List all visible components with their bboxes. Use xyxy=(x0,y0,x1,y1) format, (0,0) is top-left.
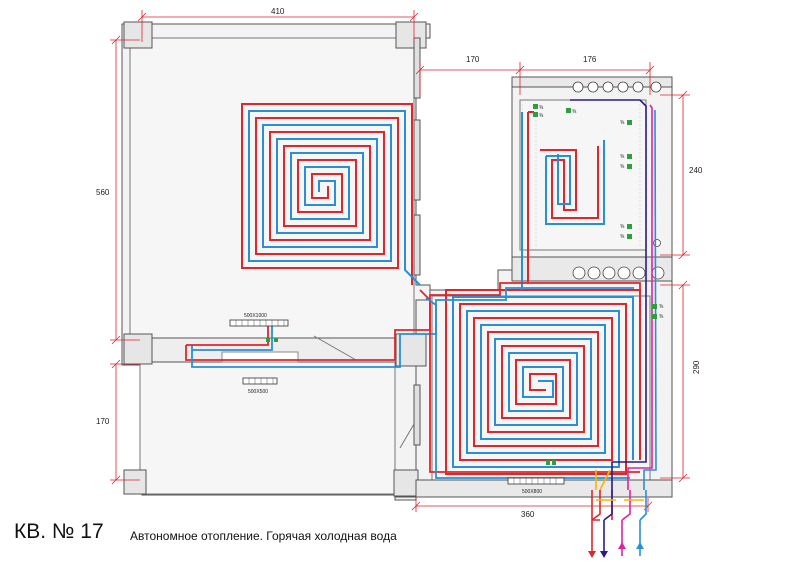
heating-loop-right-room xyxy=(445,289,641,475)
doorway xyxy=(221,351,299,363)
door-swing-2 xyxy=(399,423,415,449)
dim-right-width: 176 xyxy=(583,55,597,64)
partition-vertical-b xyxy=(413,119,421,201)
svg-text:⅜: ⅜ xyxy=(620,154,625,160)
svg-text:⅜: ⅜ xyxy=(620,164,625,170)
radiator-label-3: 500X800 xyxy=(522,489,542,495)
radiator-500x1000: 500X1000 xyxy=(229,313,289,327)
dim-left-height: 560 xyxy=(96,188,110,197)
radiator-500x500: 500X500 xyxy=(242,377,278,395)
cold-pipe-bathroom xyxy=(521,112,605,290)
svg-text:⅜: ⅜ xyxy=(620,120,625,126)
outlet-arrows xyxy=(588,490,647,558)
dim-right-lower-height: 290 xyxy=(692,360,701,374)
fixture-circles xyxy=(572,81,665,280)
valves xyxy=(266,104,657,465)
svg-text:⅜: ⅜ xyxy=(620,224,625,230)
hot-pipe-spiral-right xyxy=(445,289,641,475)
svg-text:⅜: ⅜ xyxy=(620,234,625,240)
partition-vertical-d xyxy=(413,384,421,446)
heating-loop-bathroom xyxy=(521,111,605,290)
radiator-label-1: 500X1000 xyxy=(244,313,267,319)
dimension-labels: 410 560 170 170 176 240 290 360 xyxy=(96,7,703,519)
column-mid-left xyxy=(123,333,153,365)
heating-loop-left-room xyxy=(241,103,421,286)
column-bottom-right xyxy=(393,469,419,497)
svg-text:⅜: ⅜ xyxy=(539,105,544,111)
dotted-guides xyxy=(521,100,641,290)
column-top-right xyxy=(395,21,427,49)
partition-vertical-a xyxy=(413,37,421,99)
radiator-500x800: 500X800 xyxy=(507,477,565,495)
column-top-left xyxy=(123,21,153,49)
column-bottom-left xyxy=(123,469,147,495)
apartment-number-title: КВ. № 17 xyxy=(14,520,104,543)
diagram-subtitle: Автономное отопление. Горячая холодная в… xyxy=(130,529,397,543)
svg-text:⅜: ⅜ xyxy=(539,113,544,119)
radiator-label-2: 500X500 xyxy=(248,389,268,395)
door-swing xyxy=(313,335,357,361)
svg-text:⅜: ⅜ xyxy=(572,109,577,115)
dimension-lines xyxy=(110,10,690,512)
dim-middle-gap: 170 xyxy=(466,55,480,64)
svg-text:⅜: ⅜ xyxy=(659,314,664,320)
cold-pipe-spiral-left xyxy=(248,110,421,286)
cold-pipe-spiral-right xyxy=(452,296,634,468)
dim-lower-left-height: 170 xyxy=(96,417,110,426)
partition-vertical-c xyxy=(413,214,421,276)
room-left-upper xyxy=(129,37,415,339)
dim-bottom-width: 360 xyxy=(521,510,535,519)
column-mid-right xyxy=(395,333,427,367)
svg-text:⅜: ⅜ xyxy=(659,304,664,310)
hot-pipe-spiral-left xyxy=(241,103,413,285)
walls xyxy=(121,21,673,501)
dim-top-width: 410 xyxy=(271,7,285,16)
valve-labels: ⅜ ⅜ ⅜ ⅜ ⅜ ⅜ ⅜ ⅜ ⅜ ⅜ xyxy=(539,105,664,320)
dim-right-upper-height: 240 xyxy=(689,166,703,175)
